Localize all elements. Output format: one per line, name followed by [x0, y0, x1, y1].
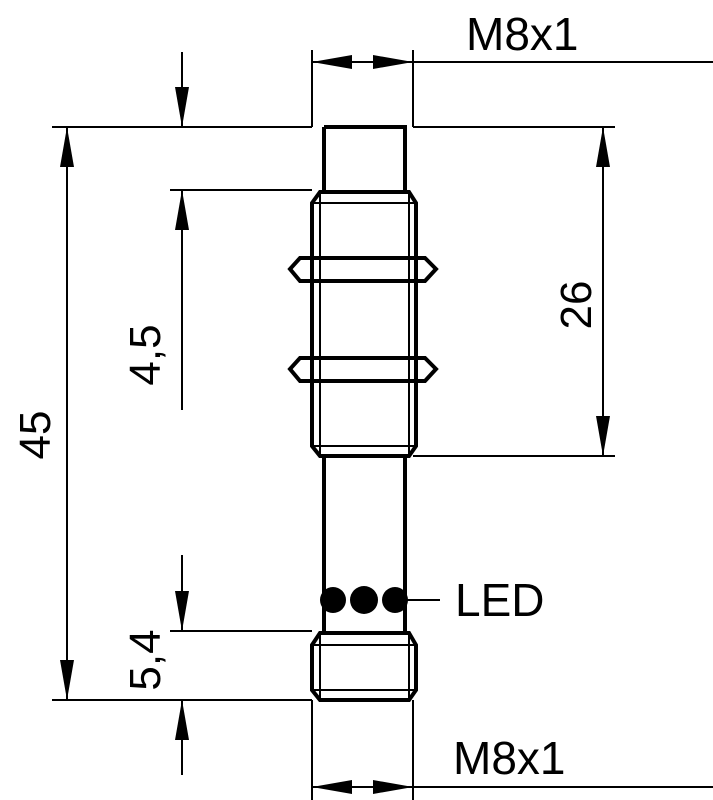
bottom-thread-dimension: M8x1 [311, 700, 713, 800]
top-thread-dimension: M8x1 [311, 8, 713, 127]
bottom-offset-label: 5,4 [121, 629, 170, 690]
top-thread-label: M8x1 [466, 8, 578, 60]
top-offset-dimension: 4,5 [121, 52, 312, 410]
led-dot-middle [350, 586, 378, 614]
bottom-thread-label: M8x1 [453, 732, 565, 784]
overall-length-dimension: 45 [11, 126, 312, 701]
led-indicators: LED [320, 574, 544, 626]
led-dot-right [382, 587, 408, 613]
top-offset-label: 4,5 [121, 324, 170, 385]
thread-length-label: 26 [552, 281, 601, 330]
overall-length-label: 45 [11, 411, 60, 460]
led-dot-left [320, 587, 346, 613]
led-label: LED [455, 574, 544, 626]
sensor-body [287, 125, 439, 702]
thread-length-dimension: 26 [413, 126, 615, 457]
bottom-offset-dimension: 5,4 [121, 555, 312, 775]
